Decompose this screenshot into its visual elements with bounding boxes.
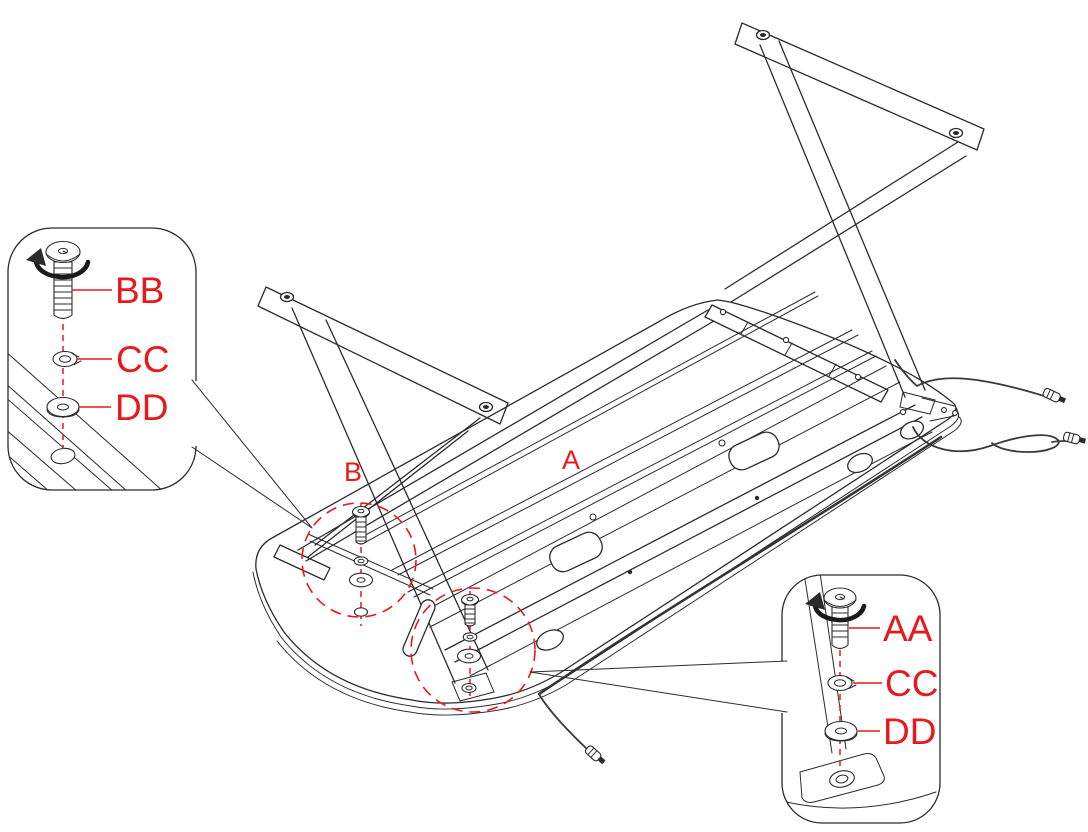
cable-plug	[1062, 431, 1086, 445]
frame-cross-member-right	[704, 304, 889, 403]
grommet-hole-mid	[847, 452, 873, 474]
callout-context-lines	[8, 349, 165, 490]
grommet-hole-front	[536, 629, 564, 651]
lock-washer-cc-icon	[827, 674, 857, 692]
cable-slot-2	[728, 431, 780, 471]
lock-washer-cc-icon	[52, 350, 82, 368]
fastener-stack-b	[348, 505, 374, 617]
frame-rails	[297, 291, 933, 677]
callout-leader-lines	[191, 379, 313, 529]
label-bolt-bb: BB	[115, 270, 164, 311]
cable-right-lower	[912, 426, 1060, 453]
highlight-circle-front	[410, 587, 536, 713]
bolt-aa-icon	[805, 587, 867, 650]
bolt-bb-icon	[26, 240, 91, 320]
cable-slot-1	[549, 531, 603, 573]
label-lock-washer-cc: CC	[116, 339, 169, 380]
corner-plate-right	[921, 397, 958, 422]
cable-plug	[1042, 387, 1067, 404]
cable-right-upper	[894, 359, 1045, 397]
cable-plug	[584, 745, 606, 765]
callout-leader-lines	[529, 660, 788, 713]
cable-front-edge	[537, 435, 943, 696]
label-lock-washer-cc: CC	[885, 663, 938, 704]
callout-pointer-gap	[189, 381, 198, 446]
rotate-arrow-icon	[805, 592, 867, 623]
label-bolt-aa: AA	[883, 608, 933, 649]
leveling-foot	[279, 291, 494, 413]
tabletop	[252, 291, 962, 716]
callout-left: BB CC DD	[7, 227, 313, 529]
fastener-stack-front	[456, 593, 482, 694]
highlight-circle-b	[301, 502, 417, 618]
flat-washer-dd-icon	[46, 396, 80, 418]
installed-screws	[589, 408, 907, 575]
label-flat-washer-dd: DD	[115, 387, 168, 428]
cable-front-drop	[538, 693, 588, 750]
rotate-arrow-icon	[26, 248, 91, 280]
label-flat-washer-dd: DD	[883, 711, 936, 752]
leveling-foot	[755, 29, 964, 139]
power-cables	[537, 359, 1086, 765]
flat-washer-dd-icon	[824, 720, 858, 742]
right-leg-assembly	[724, 22, 985, 415]
label-part-b: B	[344, 457, 362, 487]
label-part-a: A	[562, 445, 580, 475]
bracket-hole	[50, 447, 76, 465]
highlight-annotations	[301, 502, 536, 713]
callout-pointer-gap	[779, 661, 787, 713]
callout-right: AA CC DD	[529, 574, 941, 824]
